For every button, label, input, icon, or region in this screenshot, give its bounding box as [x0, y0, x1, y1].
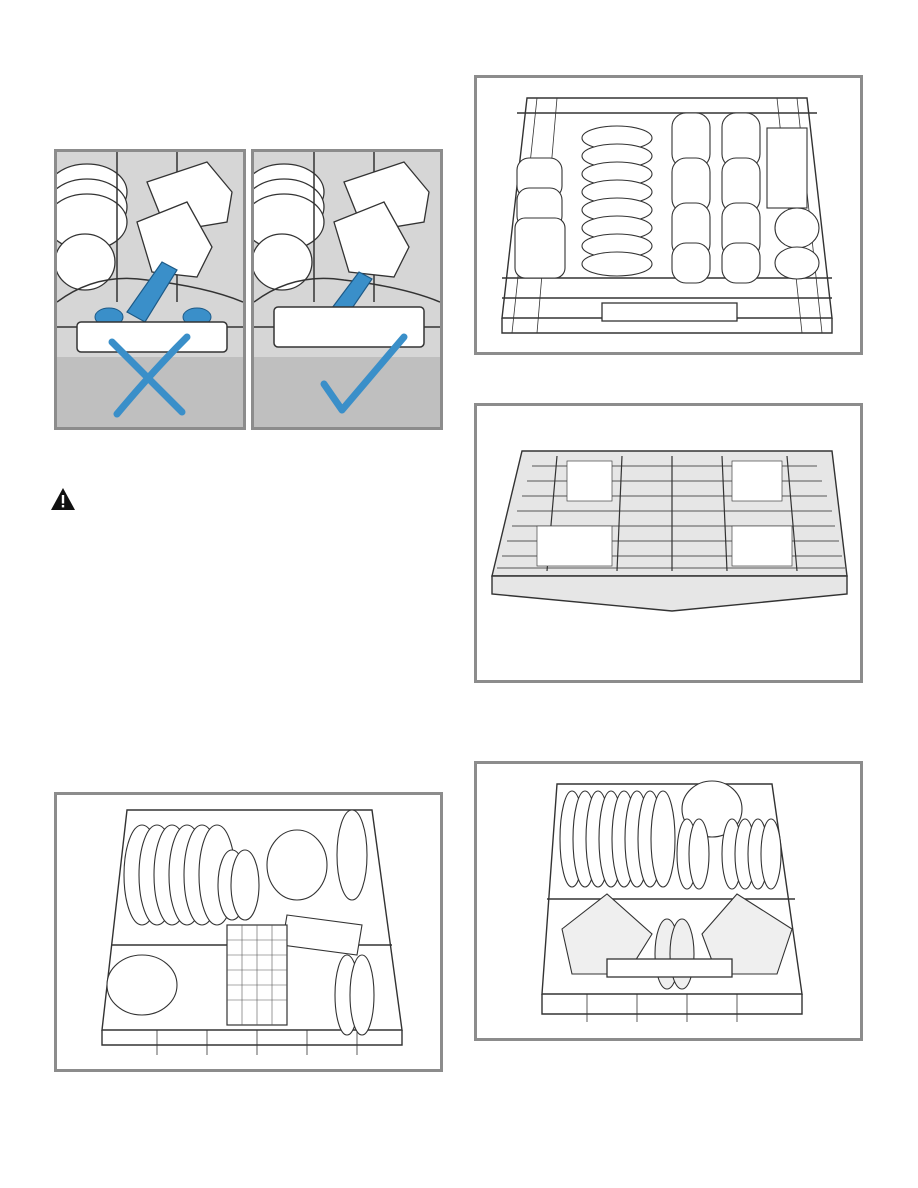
dishwasher-correct-illustration: [254, 152, 440, 427]
warning-triangle-icon: [50, 487, 76, 511]
figure-correct-loading: [251, 149, 443, 430]
figure-cutlery-rack: [474, 403, 863, 683]
figure-wrong-loading: [54, 149, 246, 430]
lower-rack-right-illustration: [477, 764, 860, 1038]
figure-lower-rack-left: [54, 792, 443, 1072]
figure-upper-rack: [474, 75, 863, 355]
cutlery-rack-illustration: [477, 406, 860, 680]
dishwasher-wrong-illustration: [57, 152, 243, 427]
lower-rack-left-illustration: [57, 795, 440, 1069]
upper-rack-illustration: [477, 78, 860, 352]
figure-lower-rack-right: [474, 761, 863, 1041]
